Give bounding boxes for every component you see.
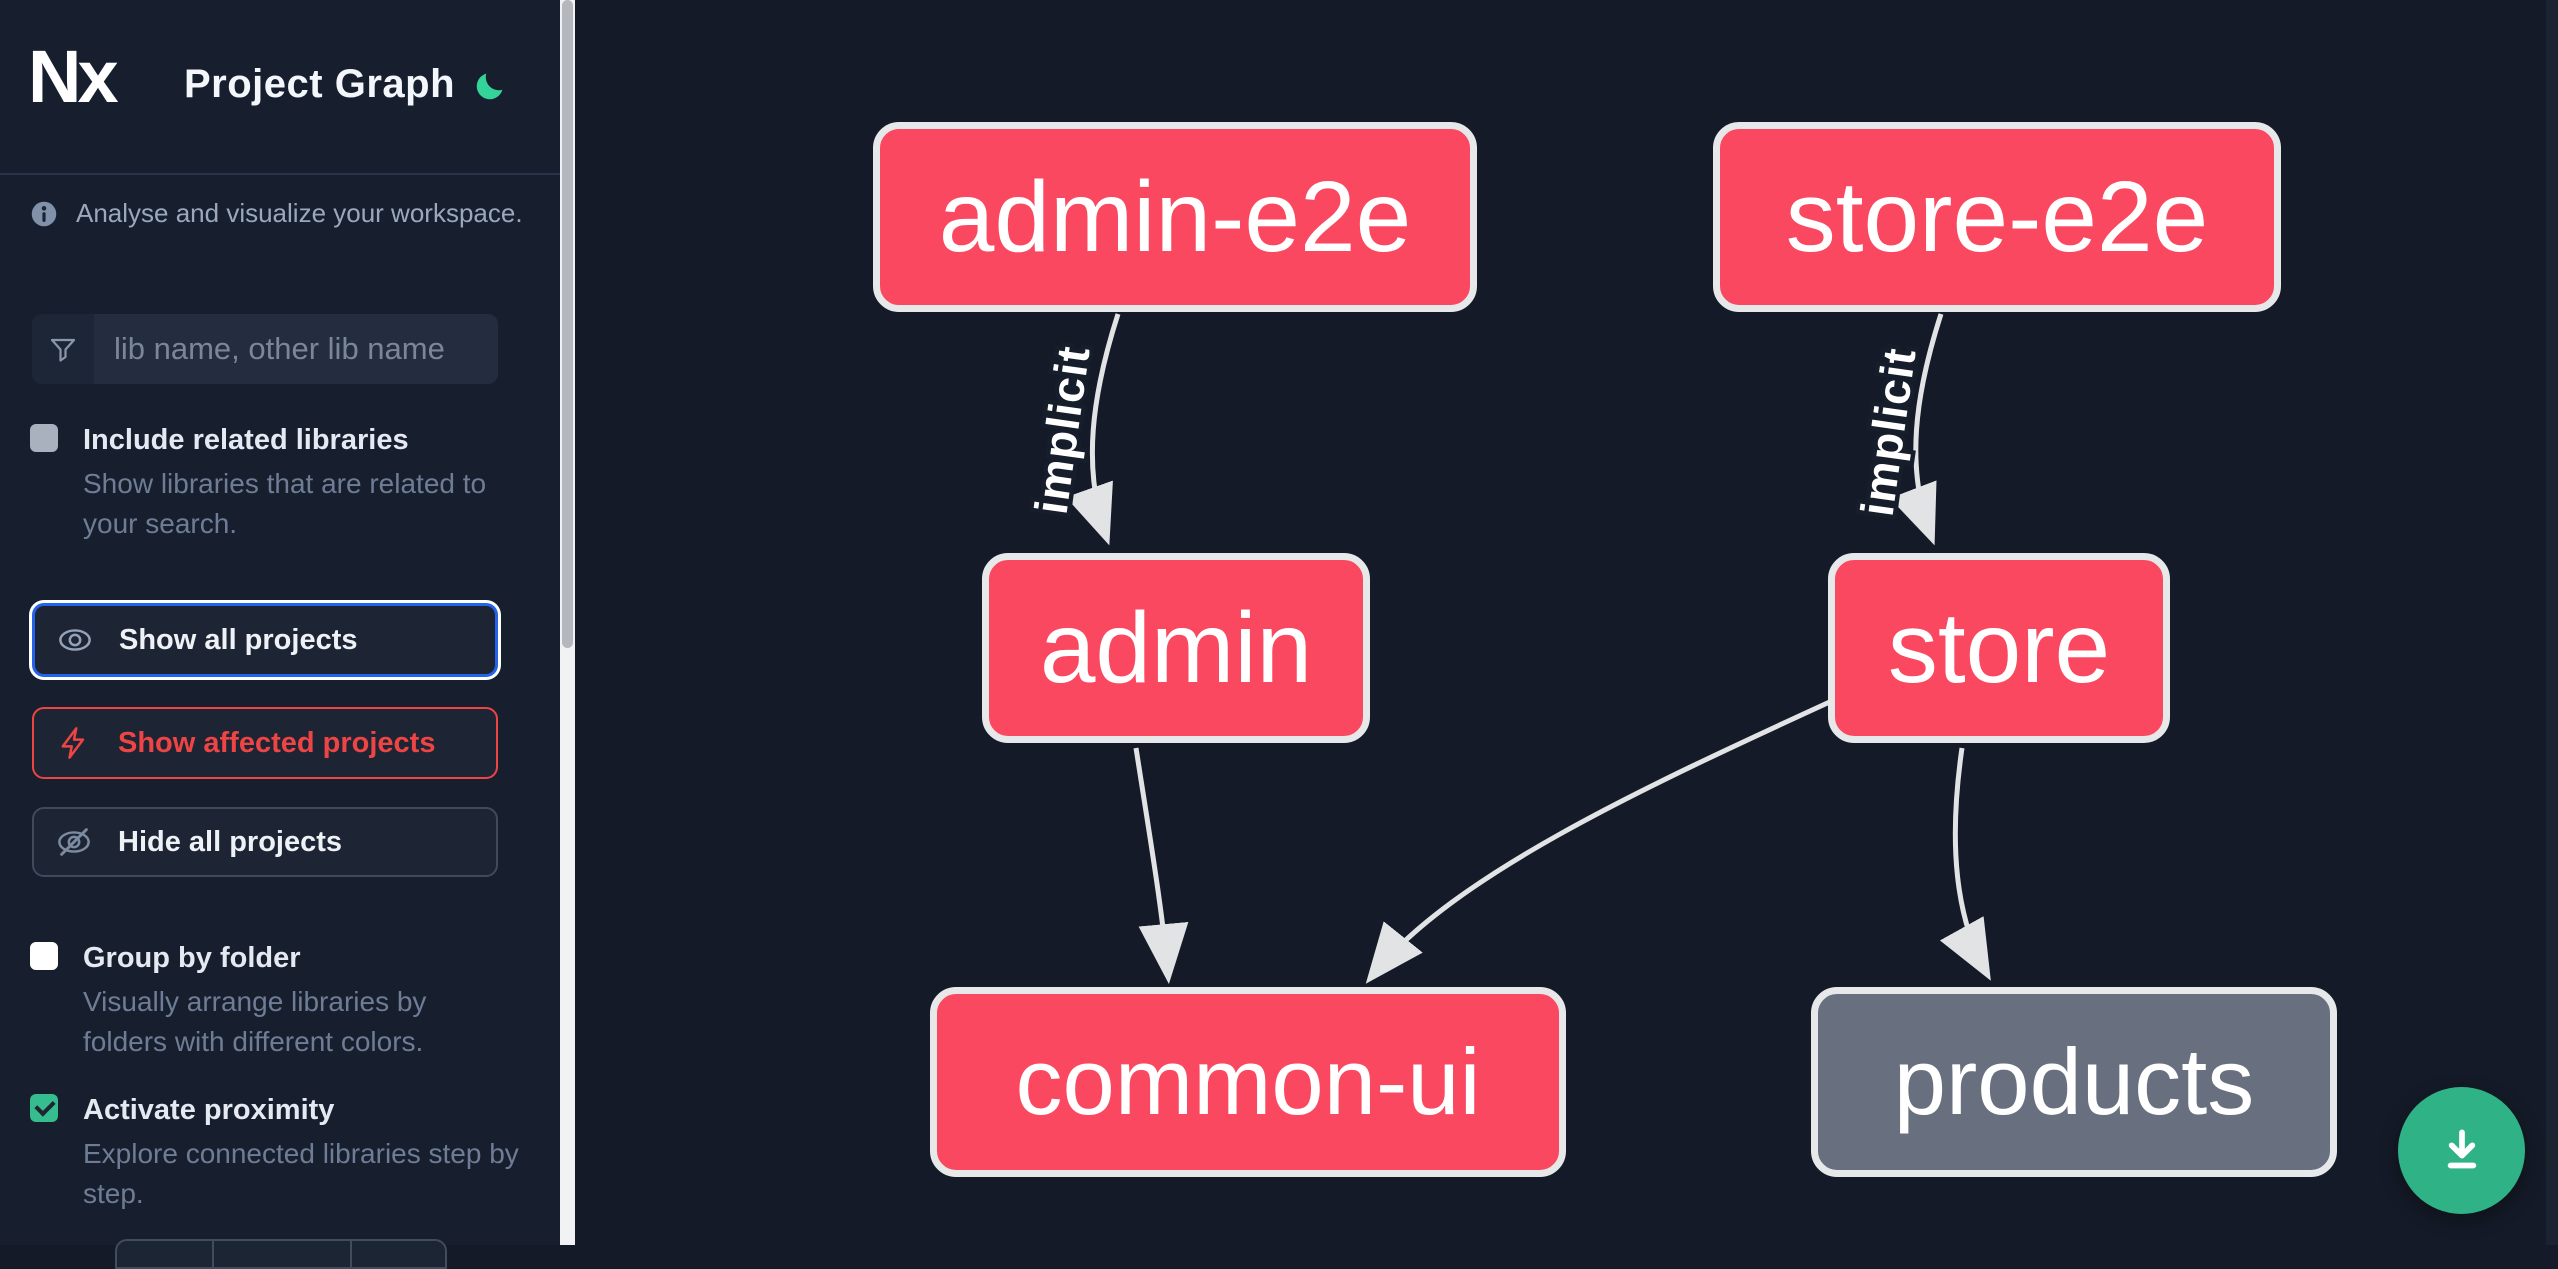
- search-input[interactable]: [94, 314, 498, 384]
- nx-logo[interactable]: Nx: [28, 40, 119, 114]
- show-all-projects-button[interactable]: Show all projects: [32, 603, 498, 677]
- node-products-label: products: [1893, 1029, 2255, 1134]
- group-by-folder-label: Group by folder: [83, 942, 301, 974]
- include-related-label: Include related libraries: [83, 424, 409, 456]
- node-admin-e2e[interactable]: admin-e2e: [873, 122, 1477, 312]
- hide-all-projects-button[interactable]: Hide all projects: [32, 807, 498, 877]
- activate-proximity-label: Activate proximity: [83, 1094, 335, 1126]
- node-common-ui[interactable]: common-ui: [930, 987, 1566, 1177]
- download-icon: [2447, 1129, 2476, 1168]
- node-store-e2e-label: store-e2e: [1785, 160, 2209, 273]
- hide-all-projects-label: Hide all projects: [118, 825, 343, 858]
- info-icon: [31, 201, 57, 226]
- activate-proximity-option: Activate proximity Explore connected lib…: [30, 1090, 530, 1214]
- activate-proximity-description: Explore connected libraries step by step…: [83, 1138, 519, 1209]
- node-admin-e2e-label: admin-e2e: [938, 160, 1412, 273]
- page-title: Project Graph: [184, 62, 456, 106]
- node-store-label: store: [1887, 591, 2111, 704]
- node-admin-label: admin: [1039, 591, 1313, 704]
- canvas-scrollbar-gutter: [2546, 0, 2558, 1245]
- eye-off-icon: [58, 828, 90, 856]
- eye-icon: [59, 629, 91, 651]
- include-related-description: Show libraries that are related to your …: [83, 468, 487, 539]
- node-store[interactable]: store: [1828, 553, 2170, 743]
- sidebar: Nx Project Graph Analyse and visualize y…: [0, 0, 560, 1269]
- node-admin[interactable]: admin: [982, 553, 1370, 743]
- filter-funnel-icon: [32, 314, 94, 384]
- include-related-option: Include related libraries Show libraries…: [30, 420, 530, 544]
- node-store-e2e[interactable]: store-e2e: [1713, 122, 2281, 312]
- download-graph-button[interactable]: [2398, 1087, 2525, 1214]
- include-related-checkbox[interactable]: [30, 424, 58, 452]
- workspace-tagline-row: Analyse and visualize your workspace.: [30, 198, 540, 229]
- group-by-folder-checkbox[interactable]: [30, 942, 58, 970]
- proximity-depth-control[interactable]: [115, 1239, 447, 1269]
- node-common-ui-label: common-ui: [1015, 1029, 1481, 1134]
- dark-mode-toggle-moon-icon[interactable]: [472, 68, 508, 104]
- activate-proximity-checkbox[interactable]: [30, 1094, 58, 1122]
- show-affected-projects-label: Show affected projects: [118, 726, 436, 759]
- workspace-tagline: Analyse and visualize your workspace.: [76, 198, 523, 228]
- search-box: [32, 314, 498, 384]
- nx-logo-text: Nx: [28, 35, 119, 118]
- sidebar-header: Nx Project Graph: [0, 0, 560, 175]
- node-products[interactable]: products: [1811, 987, 2337, 1177]
- sidebar-scrollbar-track[interactable]: [560, 0, 575, 1245]
- show-all-projects-label: Show all projects: [119, 623, 358, 656]
- sidebar-scrollbar-thumb[interactable]: [562, 0, 573, 648]
- group-by-folder-description: Visually arrange libraries by folders wi…: [83, 986, 427, 1057]
- lightning-icon: [61, 727, 85, 759]
- show-affected-projects-button[interactable]: Show affected projects: [32, 707, 498, 779]
- group-by-folder-option: Group by folder Visually arrange librari…: [30, 938, 530, 1062]
